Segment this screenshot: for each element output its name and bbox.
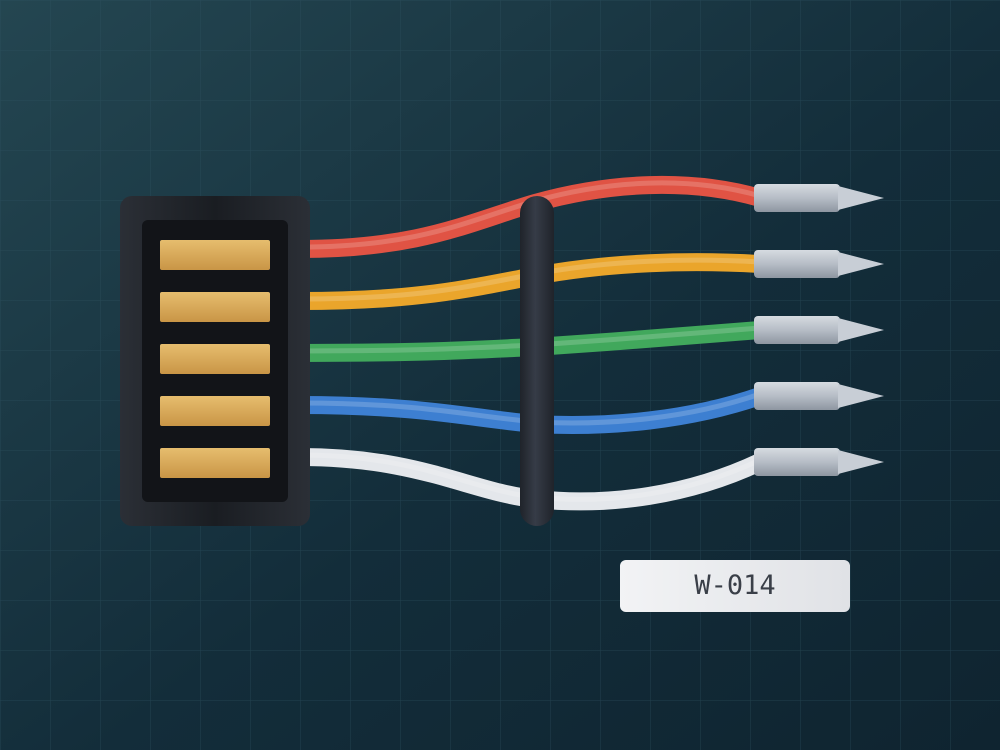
connector-pins bbox=[160, 240, 270, 478]
connector-pin bbox=[160, 240, 270, 270]
cable-clamp-icon[interactable] bbox=[520, 196, 554, 526]
connector-pin bbox=[160, 292, 270, 322]
connector-housing-icon[interactable] bbox=[120, 196, 310, 526]
ferrule-pin-icon[interactable] bbox=[754, 316, 884, 344]
ferrule-pin-icon[interactable] bbox=[754, 448, 884, 476]
connector-pin bbox=[160, 344, 270, 374]
connector-pin bbox=[160, 396, 270, 426]
ferrule-terminals bbox=[754, 184, 884, 476]
ferrule-pin-icon[interactable] bbox=[754, 184, 884, 212]
wire-label-tag: W-014 bbox=[620, 560, 850, 612]
ferrule-pin-icon[interactable] bbox=[754, 250, 884, 278]
wire-label-text: W-014 bbox=[694, 570, 775, 601]
ferrule-pin-icon[interactable] bbox=[754, 382, 884, 410]
connector-pin bbox=[160, 448, 270, 478]
